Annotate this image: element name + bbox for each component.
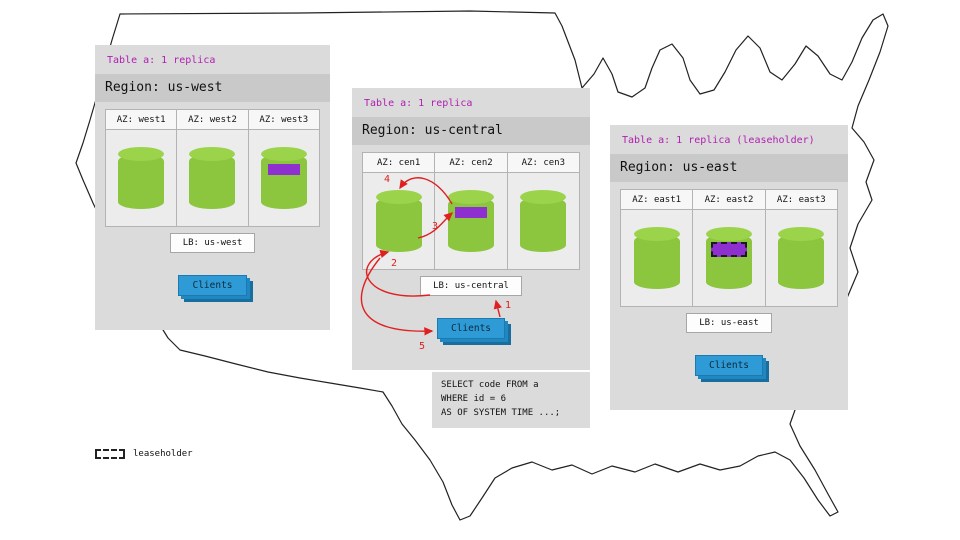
az-table: AZ: cen1 AZ: cen2 xyxy=(362,152,580,270)
clients-box: Clients xyxy=(178,275,247,296)
cylinder-cap xyxy=(447,190,494,204)
database-cylinder-icon xyxy=(447,190,494,252)
database-cylinder-icon xyxy=(778,227,825,289)
database-cylinder-icon xyxy=(520,190,567,252)
cylinder-cap xyxy=(118,147,165,161)
az-table: AZ: west1 AZ: west2 AZ: xyxy=(105,109,320,227)
database-cylinder-icon xyxy=(375,190,422,252)
cylinder-body xyxy=(447,197,494,252)
clients-box: Clients xyxy=(694,355,764,376)
load-balancer-box: LB: us-central xyxy=(420,276,522,296)
replica-badge xyxy=(454,207,487,218)
az-body xyxy=(766,210,837,306)
sql-line: WHERE id = 6 xyxy=(441,393,507,404)
leaseholder-swatch-icon xyxy=(95,449,125,459)
region-panel-us-east: Table a: 1 replica (leaseholder) Region:… xyxy=(610,125,848,410)
az-body xyxy=(508,173,579,269)
database-cylinder-icon xyxy=(189,147,236,209)
table-replica-label: Table a: 1 replica xyxy=(107,55,216,66)
az-column: AZ: west1 xyxy=(106,110,178,226)
cylinder-cap xyxy=(705,227,752,241)
az-label: AZ: cen3 xyxy=(507,153,579,173)
cylinder-body xyxy=(260,154,307,209)
az-label: AZ: west1 xyxy=(106,110,177,130)
database-cylinder-icon xyxy=(118,147,165,209)
cylinder-cap xyxy=(189,147,236,161)
region-panel-us-central: Table a: 1 replica Region: us-central AZ… xyxy=(352,88,590,370)
az-label: AZ: cen2 xyxy=(435,153,507,173)
sql-query-box: SELECT code FROM a WHERE id = 6 AS OF SY… xyxy=(432,372,590,428)
az-table: AZ: east1 AZ: east2 xyxy=(620,189,838,307)
az-column: AZ: east1 xyxy=(621,190,694,306)
region-title: Region: us-east xyxy=(610,154,848,182)
az-body xyxy=(106,130,176,226)
cylinder-cap xyxy=(520,190,567,204)
database-cylinder-icon xyxy=(260,147,307,209)
cylinder-cap xyxy=(260,147,307,161)
table-replica-label: Table a: 1 replica xyxy=(364,98,473,109)
az-column: AZ: east2 xyxy=(693,190,766,306)
az-body xyxy=(621,210,692,306)
clients-box: Clients xyxy=(436,318,506,339)
legend: leaseholder xyxy=(95,449,193,459)
az-body xyxy=(249,130,319,226)
az-column: AZ: west2 xyxy=(177,110,249,226)
az-label: AZ: east1 xyxy=(621,190,693,210)
cylinder-body xyxy=(375,197,422,252)
cylinder-cap xyxy=(633,227,680,241)
az-label: AZ: west3 xyxy=(248,110,319,130)
cylinder-body xyxy=(778,234,825,289)
sql-line: AS OF SYSTEM TIME ...; xyxy=(441,407,561,418)
az-column: AZ: cen2 xyxy=(435,153,508,269)
az-body xyxy=(435,173,506,269)
region-title: Region: us-west xyxy=(95,74,330,102)
cylinder-cap xyxy=(778,227,825,241)
az-label: AZ: east3 xyxy=(765,190,837,210)
region-title: Region: us-central xyxy=(352,117,590,145)
az-body xyxy=(177,130,247,226)
az-body xyxy=(363,173,434,269)
az-label: AZ: cen1 xyxy=(363,153,435,173)
replica-badge xyxy=(267,164,300,175)
legend-label: leaseholder xyxy=(133,449,193,459)
leaseholder-replica-badge xyxy=(710,242,747,257)
database-cylinder-icon xyxy=(705,227,752,289)
az-column: AZ: cen3 xyxy=(507,153,579,269)
az-column: AZ: west3 xyxy=(248,110,319,226)
az-label: AZ: west2 xyxy=(177,110,248,130)
az-label: AZ: east2 xyxy=(693,190,765,210)
cylinder-body xyxy=(118,154,165,209)
az-column: AZ: cen1 xyxy=(363,153,436,269)
az-column: AZ: east3 xyxy=(765,190,837,306)
sql-line: SELECT code FROM a xyxy=(441,380,539,390)
cylinder-cap xyxy=(375,190,422,204)
region-panel-us-west: Table a: 1 replica Region: us-west AZ: w… xyxy=(95,45,330,330)
table-replica-label: Table a: 1 replica (leaseholder) xyxy=(622,135,815,146)
load-balancer-box: LB: us-east xyxy=(686,313,772,333)
cylinder-body xyxy=(520,197,567,252)
load-balancer-box: LB: us-west xyxy=(169,233,256,253)
cylinder-body xyxy=(633,234,680,289)
database-cylinder-icon xyxy=(633,227,680,289)
cylinder-body xyxy=(189,154,236,209)
az-body xyxy=(693,210,764,306)
